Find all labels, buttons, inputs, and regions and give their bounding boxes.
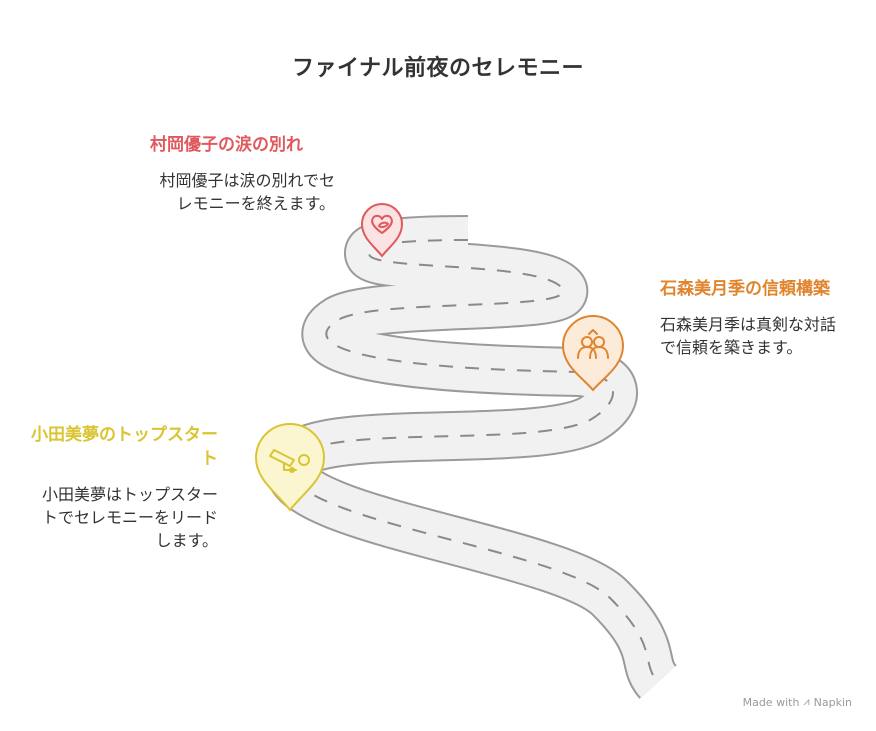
milestone-block-red: 村岡優子の涙の別れ 村岡優子は涙の別れでセレモニーを終えます。 [150, 133, 335, 215]
map-pin [360, 203, 404, 258]
map-pin [561, 315, 625, 392]
milestone-description: 村岡優子は涙の別れでセレモニーを終えます。 [159, 171, 335, 213]
napkin-logo-icon: ⩘ [803, 695, 810, 708]
milestone-block-orange: 石森美月季の信頼構築 石森美月季は真剣な対話で信頼を築きます。 [660, 277, 850, 359]
marker-orange [561, 315, 625, 392]
milestone-description: 小田美夢はトップスタートでセレモニーをリードします。 [41, 485, 218, 550]
footer-credit: Made with ⩘ Napkin [743, 695, 852, 709]
road-surface [266, 217, 677, 698]
two-people-icon [577, 329, 609, 359]
milestone-description: 石森美月季は真剣な対話で信頼を築きます。 [660, 315, 837, 357]
heart-leaf-icon [371, 214, 393, 234]
milestone-heading: 村岡優子の涙の別れ [150, 135, 303, 155]
page-title: ファイナル前夜のセレモニー [291, 56, 585, 81]
milestone-block-yellow: 小田美夢のトップスタート 小田美夢はトップスタートでセレモニーをリードします。 [28, 423, 218, 552]
milestone-heading: 石森美月季の信頼構築 [660, 279, 830, 299]
made-with-label: Made with [742, 695, 800, 709]
marker-red [360, 203, 404, 258]
telescope-icon [269, 449, 310, 473]
winding-road [264, 215, 678, 699]
marker-yellow [254, 423, 326, 512]
map-pin [254, 423, 326, 512]
brand-label: Napkin [813, 695, 852, 709]
milestone-heading: 小田美夢のトップスタート [31, 425, 218, 469]
